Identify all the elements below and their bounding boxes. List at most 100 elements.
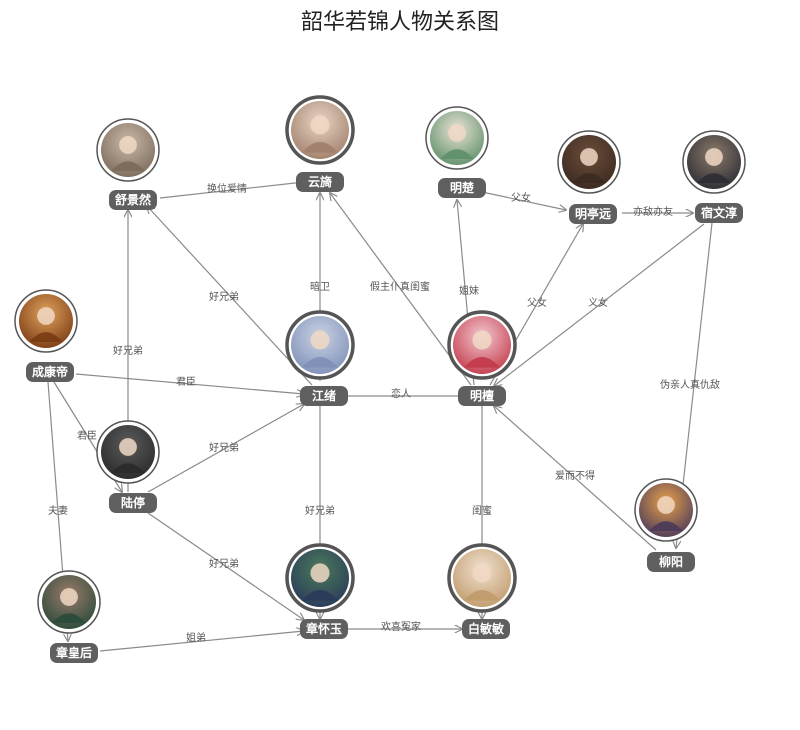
avatar-body <box>111 463 145 474</box>
edge-label: 君臣 <box>176 376 196 388</box>
node-zhanghuangho[interactable]: 章皇后 <box>37 570 101 663</box>
edge-label: 亦敌亦友 <box>633 205 673 218</box>
avatar-body <box>29 332 63 343</box>
node-jiangxu[interactable]: 江绪 <box>285 310 355 406</box>
node-name: 陆停 <box>121 495 145 510</box>
avatar-body <box>302 357 338 368</box>
name-pill <box>50 643 98 663</box>
node-name: 明檀 <box>470 388 494 403</box>
node-mingchu[interactable]: 明楚 <box>425 106 489 198</box>
edge-label: 好兄弟 <box>113 345 143 357</box>
name-pill <box>26 362 74 382</box>
edge-luting-jiangxu <box>147 404 304 493</box>
node-name: 章怀玉 <box>306 621 342 636</box>
edge-luting-zhanghuaiyu <box>147 512 304 620</box>
avatar-body <box>111 161 145 172</box>
avatar-body <box>464 590 500 601</box>
node-name: 舒景然 <box>114 192 151 207</box>
edge-label: 父女 <box>527 296 547 309</box>
node-name: 明亭远 <box>575 206 611 221</box>
name-pill <box>300 386 348 406</box>
edges-layer: 换位爱情父女亦敌亦友好兄弟暗卫假主仆真闺蜜姐妹父女义女伪亲人真仇敌好兄弟君臣君臣… <box>47 182 720 652</box>
edge-label: 夫妻 <box>48 504 68 517</box>
node-shujingran[interactable]: 舒景然 <box>96 118 160 210</box>
edge-label: 姐弟 <box>186 631 206 644</box>
edge-shujingran-yunyi <box>159 182 304 199</box>
edge-label: 恋人 <box>391 387 411 400</box>
edge-label: 姐妹 <box>459 284 479 297</box>
avatar-face <box>119 136 137 154</box>
edge-zhanghuangho-zhanghuaiyu <box>99 631 304 652</box>
edge-label: 好兄弟 <box>209 558 239 570</box>
node-zhanghuaiyu[interactable]: 章怀玉 <box>285 543 355 639</box>
name-pill <box>569 204 617 224</box>
node-name: 云旖 <box>308 174 332 189</box>
avatar-face <box>657 496 675 514</box>
edge-label: 伪亲人真仇敌 <box>660 378 720 391</box>
avatar-face <box>37 307 55 325</box>
edge-label: 欢喜冤家 <box>381 620 421 633</box>
node-name: 白敏敏 <box>468 621 505 636</box>
avatar-body <box>464 357 500 368</box>
node-mingtingyuan[interactable]: 明亭远 <box>557 130 621 224</box>
avatar-face <box>472 563 492 583</box>
node-luting[interactable]: 陆停 <box>96 420 160 513</box>
avatar-face <box>472 330 492 350</box>
edge-suwenchun-mingtan <box>494 223 705 386</box>
avatar-body <box>302 590 338 601</box>
edge-jiangxu-shujingran <box>147 206 313 386</box>
avatar-body <box>649 521 683 532</box>
avatar-face <box>310 563 330 583</box>
edge-label: 好兄弟 <box>305 505 335 517</box>
node-name: 柳阳 <box>659 554 683 569</box>
avatar-face <box>119 438 137 456</box>
node-name: 章皇后 <box>56 645 92 660</box>
node-yunyi[interactable]: 云旖 <box>285 95 355 192</box>
name-pill <box>300 619 348 639</box>
avatar-body <box>52 613 86 624</box>
avatar-face <box>60 588 78 606</box>
avatar-face <box>310 115 330 135</box>
node-chengkangdi[interactable]: 成康帝 <box>14 289 78 382</box>
node-mingtan[interactable]: 明檀 <box>447 310 517 406</box>
edge-label: 义女 <box>588 296 608 309</box>
edge-label: 换位爱情 <box>207 182 247 195</box>
name-pill <box>647 552 695 572</box>
edge-liuyang-mingtan <box>494 406 657 551</box>
name-pill <box>462 619 510 639</box>
node-baiminmin[interactable]: 白敏敏 <box>447 543 517 639</box>
avatar-body <box>302 142 338 153</box>
node-name: 江绪 <box>312 388 336 403</box>
avatar-body <box>440 149 474 160</box>
avatar-face <box>705 148 723 166</box>
node-name: 明楚 <box>450 180 475 195</box>
node-name: 宿文淳 <box>701 205 737 220</box>
name-pill <box>458 386 506 406</box>
name-pill <box>296 172 344 192</box>
edge-chengkangdi-jiangxu <box>75 373 304 394</box>
avatar-body <box>697 173 731 184</box>
name-pill <box>695 203 743 223</box>
edge-label: 暗卫 <box>310 280 330 293</box>
diagram-title: 韶华若锦人物关系图 <box>300 10 499 35</box>
edge-label: 好兄弟 <box>209 291 239 303</box>
node-name: 成康帝 <box>32 364 68 379</box>
edge-label: 好兄弟 <box>209 442 239 454</box>
edge-mingtan-yunyi <box>330 193 472 386</box>
edge-label: 爱而不得 <box>555 469 595 482</box>
name-pill <box>438 178 486 198</box>
avatar-face <box>580 148 598 166</box>
edge-label: 闺蜜 <box>472 504 492 517</box>
edge-mingchu-mingtingyuan <box>481 191 566 210</box>
edge-label: 君臣 <box>77 430 97 442</box>
node-suwenchun[interactable]: 宿文淳 <box>682 130 746 223</box>
name-pill <box>109 190 157 210</box>
avatar-face <box>310 330 330 350</box>
edge-label: 假主仆真闺蜜 <box>370 280 430 293</box>
node-liuyang[interactable]: 柳阳 <box>634 478 698 572</box>
name-pill <box>109 493 157 513</box>
avatar-body <box>572 173 606 184</box>
avatar-face <box>448 124 466 142</box>
